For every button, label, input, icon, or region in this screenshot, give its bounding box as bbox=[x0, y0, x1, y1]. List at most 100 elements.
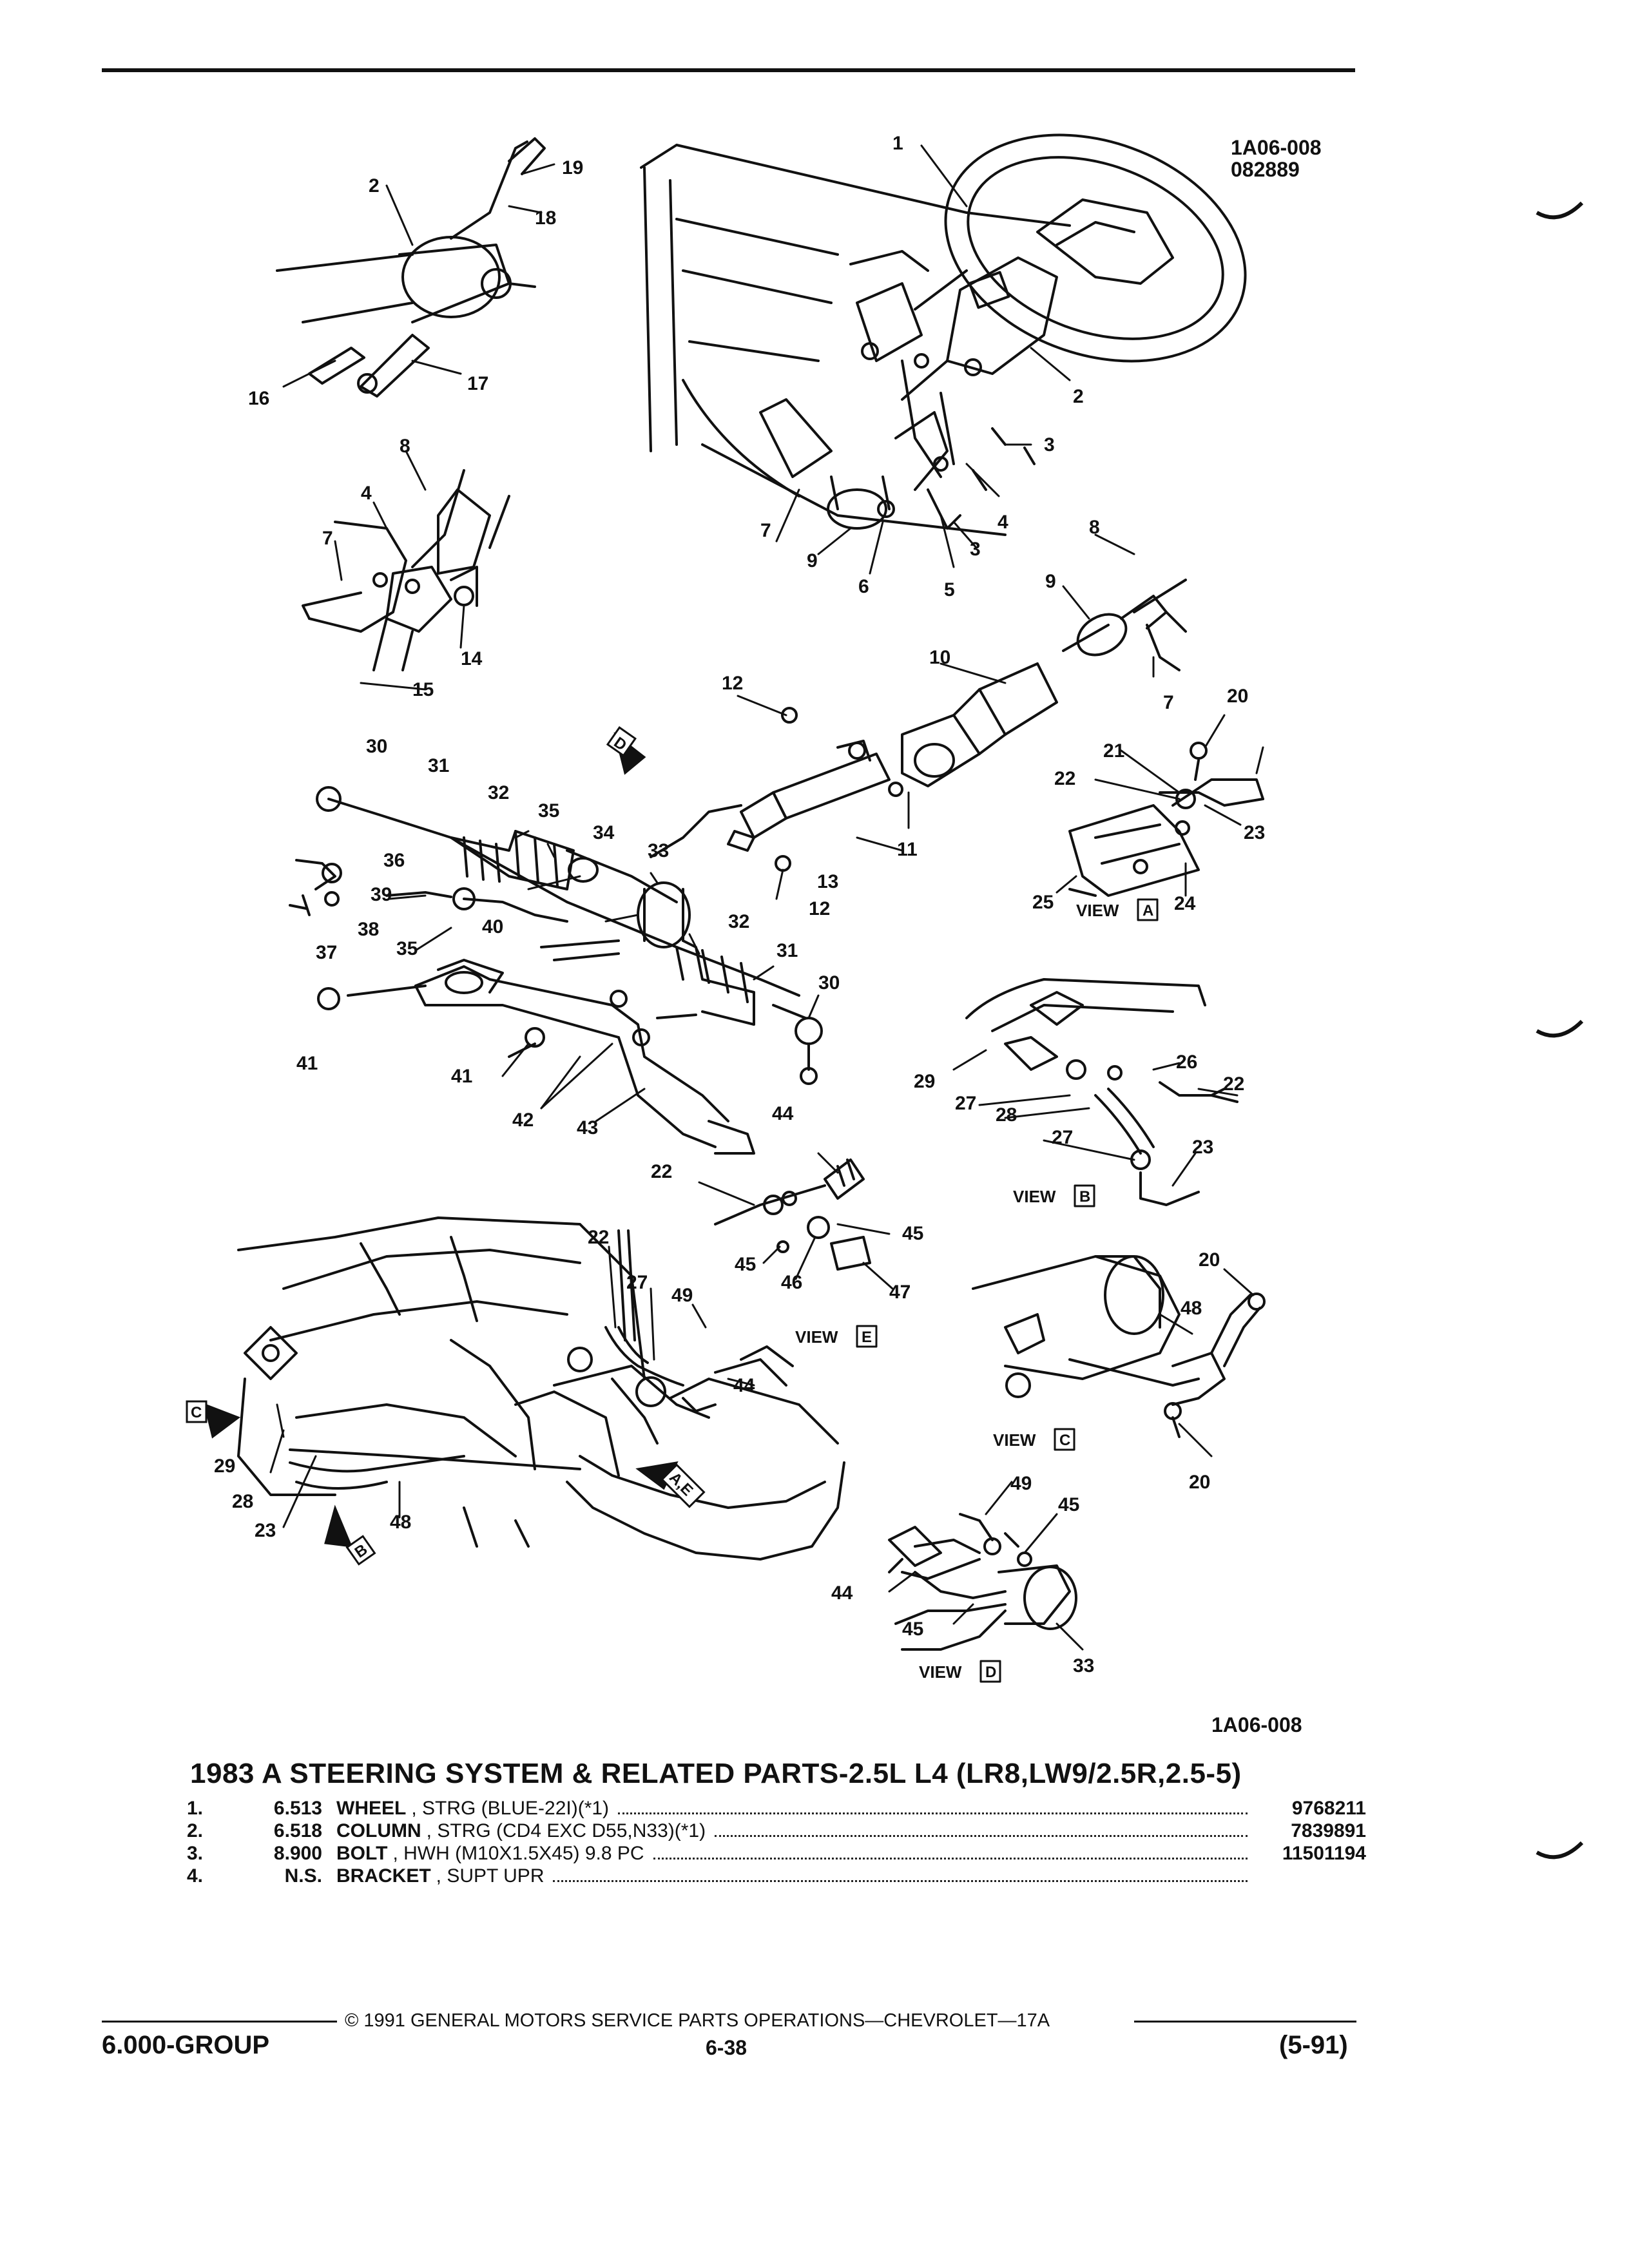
view-c-word: VIEW bbox=[993, 1430, 1036, 1450]
view-b-word: VIEW bbox=[1013, 1187, 1056, 1206]
figure-ref-date: 082889 bbox=[1231, 158, 1300, 181]
callout-12: 12 bbox=[722, 673, 743, 694]
callout-40: 40 bbox=[482, 916, 503, 937]
callout-37: 37 bbox=[316, 942, 337, 963]
callout-45: 45 bbox=[1058, 1494, 1079, 1515]
leader-dots bbox=[715, 1835, 1248, 1837]
view-e-word: VIEW bbox=[795, 1327, 838, 1347]
view-d-letter: D bbox=[985, 1664, 996, 1681]
callout-28: 28 bbox=[996, 1104, 1017, 1126]
callout-21: 21 bbox=[1103, 740, 1124, 762]
callout-33: 33 bbox=[1073, 1655, 1094, 1677]
rack-and-pinion-assembly bbox=[289, 786, 823, 1085]
callout-27: 27 bbox=[626, 1272, 648, 1293]
parts-row: 1. 6.513 WHEEL , STRG (BLUE-22I)(*1) 976… bbox=[187, 1798, 1366, 1820]
part-group: 6.513 bbox=[273, 1798, 322, 1819]
callout-11: 11 bbox=[897, 839, 918, 860]
callout-4: 4 bbox=[998, 512, 1008, 533]
part-description: , SUPT UPR bbox=[436, 1865, 545, 1887]
callout-5: 5 bbox=[944, 579, 955, 601]
footer-rule-right bbox=[1134, 2021, 1356, 2023]
callout-43: 43 bbox=[577, 1117, 598, 1139]
footer-rule-left bbox=[102, 2021, 337, 2023]
part-group: 6.518 bbox=[273, 1820, 322, 1841]
column-inset-upper-left bbox=[276, 137, 546, 398]
callout-1: 1 bbox=[892, 133, 903, 154]
callout-19: 19 bbox=[562, 157, 583, 178]
callout-45: 45 bbox=[735, 1254, 756, 1275]
revision-date: (5-91) bbox=[1279, 2031, 1348, 2059]
parts-row: 3. 8.900 BOLT , HWH (M10X1.5X45) 9.8 PC … bbox=[187, 1843, 1366, 1865]
callout-45: 45 bbox=[902, 1223, 923, 1244]
part-index: 4. bbox=[187, 1865, 204, 1887]
part-name: BOLT bbox=[336, 1843, 388, 1864]
part-group: N.S. bbox=[284, 1865, 322, 1887]
callout-22: 22 bbox=[1223, 1073, 1244, 1095]
callout-36: 36 bbox=[383, 850, 405, 871]
figure-reference-top: 1A06-008 082889 bbox=[1231, 137, 1322, 180]
part-description: , STRG (CD4 EXC D55,N33)(*1) bbox=[426, 1820, 706, 1841]
callout-2: 2 bbox=[1073, 386, 1084, 407]
callout-45: 45 bbox=[902, 1619, 923, 1640]
arrow-label-c: C bbox=[191, 1404, 202, 1421]
callout-26: 26 bbox=[1176, 1052, 1197, 1073]
part-number: 9768211 bbox=[1291, 1798, 1366, 1819]
callout-14: 14 bbox=[461, 648, 483, 669]
view-b-letter: B bbox=[1079, 1188, 1090, 1206]
engine-transaxle-view bbox=[237, 1216, 845, 1561]
steering-wheel-column-main bbox=[640, 133, 1247, 536]
top-rule bbox=[102, 68, 1355, 72]
callout-7: 7 bbox=[760, 520, 771, 541]
callout-16: 16 bbox=[248, 388, 269, 409]
callout-44: 44 bbox=[831, 1582, 853, 1604]
callout-12: 12 bbox=[809, 898, 830, 919]
callout-41: 41 bbox=[296, 1053, 318, 1074]
view-a-word: VIEW bbox=[1076, 901, 1119, 920]
view-a-letter: A bbox=[1142, 902, 1153, 919]
callout-27: 27 bbox=[955, 1093, 976, 1114]
callout-3: 3 bbox=[1044, 434, 1055, 456]
callout-41: 41 bbox=[451, 1066, 472, 1087]
direction-arrows bbox=[186, 726, 706, 1566]
callout-38: 38 bbox=[358, 919, 379, 940]
callout-48: 48 bbox=[1181, 1298, 1202, 1319]
callout-30: 30 bbox=[366, 736, 387, 757]
callout-20: 20 bbox=[1199, 1249, 1220, 1271]
view-e-letter: E bbox=[862, 1329, 872, 1346]
callout-49: 49 bbox=[671, 1285, 693, 1306]
callout-33: 33 bbox=[648, 840, 669, 861]
callout-23: 23 bbox=[255, 1520, 276, 1541]
callout-29: 29 bbox=[214, 1456, 235, 1477]
callout-35: 35 bbox=[396, 938, 418, 959]
callout-31: 31 bbox=[776, 940, 798, 961]
callout-9: 9 bbox=[807, 550, 818, 572]
callout-29: 29 bbox=[914, 1071, 935, 1092]
callout-39: 39 bbox=[371, 884, 392, 905]
part-description: , STRG (BLUE-22I)(*1) bbox=[411, 1798, 610, 1819]
direction-arrow-labels: D C B A,E bbox=[191, 734, 697, 1562]
callout-47: 47 bbox=[889, 1282, 911, 1303]
callout-18: 18 bbox=[535, 207, 556, 229]
callout-27: 27 bbox=[1052, 1127, 1073, 1148]
callout-35: 35 bbox=[538, 800, 559, 822]
column-bracket-inset bbox=[302, 469, 510, 671]
parts-row: 4. N.S. BRACKET , SUPT UPR bbox=[187, 1865, 1366, 1887]
view-d-cable-housing bbox=[888, 1513, 1077, 1651]
crossmember bbox=[317, 959, 755, 1155]
callout-22: 22 bbox=[651, 1161, 672, 1182]
part-name: COLUMN bbox=[336, 1820, 421, 1841]
callout-6: 6 bbox=[858, 576, 869, 597]
callout-20: 20 bbox=[1227, 686, 1248, 707]
callout-24: 24 bbox=[1174, 893, 1196, 914]
view-d-word: VIEW bbox=[919, 1662, 962, 1682]
binder-hole-mark bbox=[1536, 1019, 1584, 1038]
view-c-letter: C bbox=[1059, 1432, 1070, 1449]
view-b-cooler-lines bbox=[965, 978, 1239, 1206]
callout-22: 22 bbox=[1054, 768, 1075, 789]
callout-32: 32 bbox=[488, 782, 509, 803]
view-labels: VIEW A VIEW B VIEW E VIEW C VIEW D bbox=[795, 901, 1153, 1682]
leader-lines bbox=[269, 144, 1264, 1651]
footer-group: 6.000-GROUP bbox=[102, 2031, 270, 2059]
callout-2: 2 bbox=[369, 175, 380, 197]
callout-13: 13 bbox=[817, 871, 838, 892]
